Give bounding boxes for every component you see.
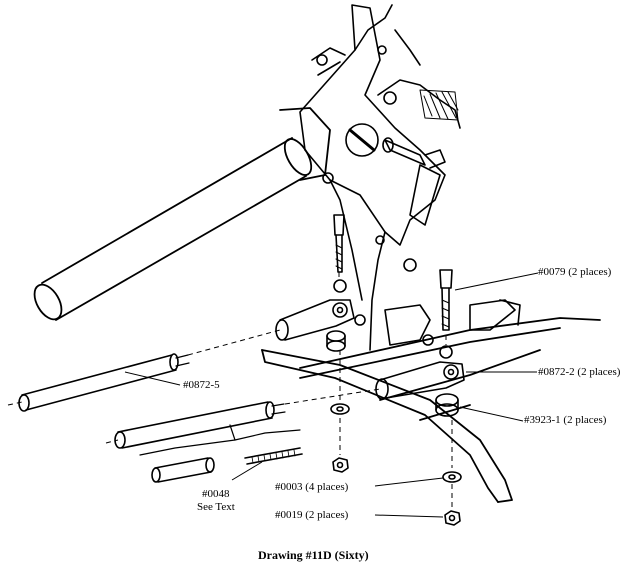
label-0003: #0003 (4 places) bbox=[275, 481, 349, 493]
label-0872-2: #0872-2 (2 places) bbox=[538, 366, 621, 378]
drawing-caption: Drawing #11D (Sixty) bbox=[258, 548, 369, 562]
knurled-spacer-left bbox=[326, 279, 347, 352]
knurled-spacer-right bbox=[435, 345, 459, 417]
assembly-lines bbox=[7, 272, 453, 508]
nut-left bbox=[332, 457, 349, 473]
label-0048: #0048 bbox=[202, 488, 230, 500]
pushrod-0872-5-lower bbox=[114, 401, 286, 449]
nut-right bbox=[444, 510, 461, 526]
top-fasteners bbox=[316, 45, 397, 184]
label-3923-1: #3923-1 (2 places) bbox=[524, 414, 607, 426]
sleeve-0048 bbox=[151, 457, 215, 483]
mount-bracket bbox=[384, 299, 521, 346]
bolt-left bbox=[333, 214, 345, 273]
pivot-pin bbox=[382, 137, 446, 226]
label-0019: #0019 (2 places) bbox=[275, 509, 349, 521]
side-nuts bbox=[354, 235, 434, 346]
frame-side-plate bbox=[299, 4, 461, 351]
landing-skid bbox=[261, 317, 601, 503]
pushrod-0872-5-upper bbox=[18, 353, 190, 412]
leader-lines bbox=[124, 272, 539, 518]
washer-right bbox=[442, 471, 462, 483]
bracket-0048 bbox=[139, 424, 301, 456]
tail-boom-tube bbox=[33, 107, 331, 321]
slotted-screw-head bbox=[345, 123, 379, 157]
label-see-text: See Text bbox=[197, 501, 235, 513]
threaded-rod-0048 bbox=[244, 447, 303, 465]
label-0872-5: #0872-5 bbox=[183, 379, 220, 391]
rod-end-left bbox=[275, 299, 355, 341]
hatched-block bbox=[419, 89, 459, 121]
washer-left bbox=[330, 403, 350, 415]
label-0079: #0079 (2 places) bbox=[538, 266, 612, 278]
bolt-right bbox=[439, 269, 453, 331]
